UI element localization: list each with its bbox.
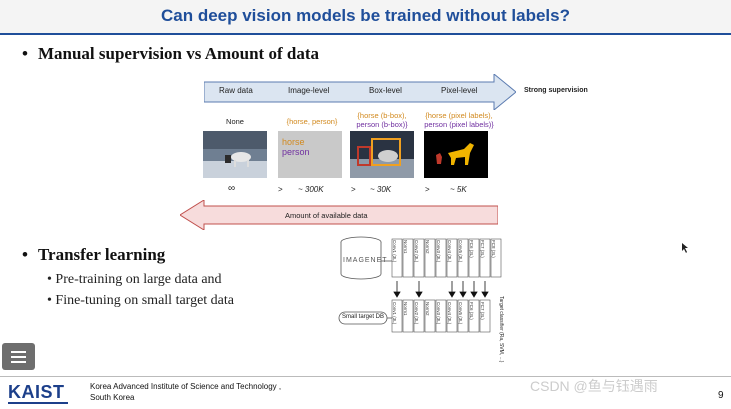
top-layer-labels: Conv1 (3L) Norm1 Conv2 (3L) Norm2 Conv3 … [391,240,511,276]
top-layer-label: Conv2 (3L) [414,240,419,263]
amount-infinity: ∞ [228,183,236,194]
arrow-label-image: Image-level [288,86,330,95]
label-box-level-2: person (b-box)} [356,120,408,129]
top-layer-label: Norm2 [425,240,430,254]
heading-transfer-learning: Transfer learning [37,245,166,264]
page-number: 9 [718,390,724,401]
bottom-layer-label: FC6 (3L) [469,302,474,320]
label-pixel-level-1: {horse (pixel labels), [425,111,493,120]
mouse-cursor-icon [682,243,688,253]
sub-item-pretraining: • Pre-training on large data and [47,272,222,287]
top-layer-label: Norm1 [403,240,408,254]
label-pixel-level-2: person (pixel labels)} [424,120,494,129]
institute-name: Korea Advanced Institute of Science and … [90,381,281,403]
bottom-layer-label: Conv4 (3L) [447,302,452,325]
slide-title: Can deep vision models be trained withou… [160,6,570,25]
kaist-logo: KAIST [8,382,65,402]
bottom-layer-label: Conv3 (3L) [436,302,441,325]
bottom-layer-label: Conv5 (3L) [458,302,463,325]
heading-manual-supervision: Manual supervision vs Amount of data [37,44,319,63]
bullet-dot: • [22,44,28,63]
supervision-arrow [204,74,516,110]
amount-30k: ~ 30K [370,185,392,194]
strong-supervision-label: Strong supervision [524,87,588,94]
bottom-layer-labels: Conv1 (3L) Norm1 Conv2 (3L) Norm2 Conv3 … [391,302,491,332]
bottom-layer-label: Norm1 [403,302,408,316]
bullet-manual-supervision: • Manual supervision vs Amount of data [22,44,319,64]
label-image-level: {horse, person} [286,117,338,126]
amount-5k: ~ 5K [450,185,467,194]
top-layer-label: Conv3 (3L) [436,240,441,263]
kaist-logo-underline [8,402,68,404]
top-layer-label: FC6 (3L) [469,240,474,258]
bullet-transfer-learning: • Transfer learning [22,245,165,265]
arrow-label-raw: Raw data [219,86,253,95]
bottom-layer-label: FC7 (3L) [480,302,485,320]
bottom-layer-stack [391,299,491,333]
footer-bar [0,376,731,409]
imagenet-label: IMAGENET [343,257,388,264]
top-layer-label: FC8 (3L) [491,240,496,258]
top-layer-label: Conv4 (3L) [447,240,452,263]
menu-icon-line [11,356,26,358]
bottom-layer-label: Norm2 [425,302,430,316]
top-layer-label: FC7 (3L) [480,240,485,258]
arrow-label-pixel: Pixel-level [441,86,478,95]
available-data-arrow [180,200,498,230]
available-data-label: Amount of available data [285,211,368,220]
image-level-gray-image: horse person [278,131,342,178]
label-none: None [226,117,244,126]
transfer-learning-diagram [338,236,502,333]
institute-line-1: Korea Advanced Institute of Science and … [90,382,282,391]
menu-icon-line [11,351,26,353]
bullet-dot-2: • [22,245,28,264]
sub-item-finetuning: • Fine-tuning on small target data [47,293,235,308]
title-bar: Can deep vision models be trained withou… [0,0,731,35]
small-db-label: Small target DB [342,314,385,320]
gt-sign-2: > [351,185,356,194]
top-layer-label: Conv5 (3L) [458,240,463,263]
csdn-watermark: CSDN @鱼与钰遇雨 [530,378,658,394]
menu-icon-line [11,361,26,363]
top-layer-stack [391,238,502,278]
bottom-layer-label: Conv2 (3L) [414,302,419,325]
bottom-layer-label: Conv1 (3L) [392,302,397,325]
gt-sign-1: > [278,185,283,194]
target-classifier-label: Target classifier (Ra, SVM, ...) [498,296,504,363]
raw-photo-image [203,131,267,178]
amount-300k: ~ 300K [298,185,324,194]
arrow-label-box: Box-level [369,86,402,95]
image-word-horse: horse [282,137,305,147]
pixel-level-image [424,131,488,178]
institute-line-2: South Korea [90,393,135,402]
label-box-level-1: {horse (b-box), [357,111,407,120]
slide-menu-button[interactable] [2,343,35,370]
box-level-image [350,131,414,178]
image-word-person: person [282,147,310,157]
top-layer-label: Conv1 (3L) [392,240,397,263]
gt-sign-3: > [425,185,430,194]
